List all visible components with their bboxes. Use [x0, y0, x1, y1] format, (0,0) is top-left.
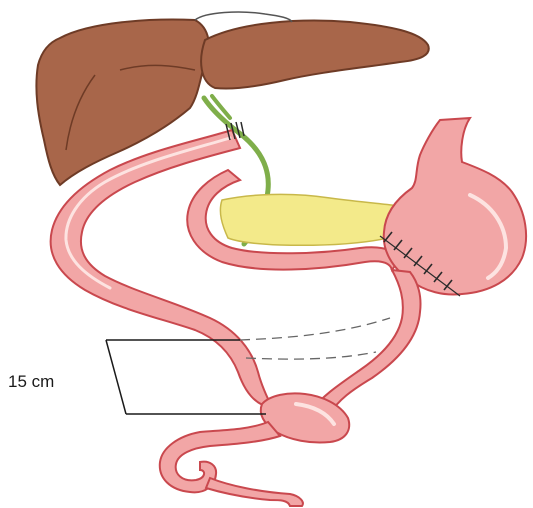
pancreas: [220, 194, 400, 245]
liver-outline-top: [195, 12, 292, 22]
dashed-guide-lines: [240, 318, 390, 359]
liver: [36, 12, 428, 185]
measurement-label: 15 cm: [8, 372, 54, 392]
stomach: [384, 118, 526, 294]
common-channel-tail: [206, 478, 303, 506]
efferent-limb: [312, 270, 421, 414]
liver-left-lobe: [201, 21, 429, 89]
